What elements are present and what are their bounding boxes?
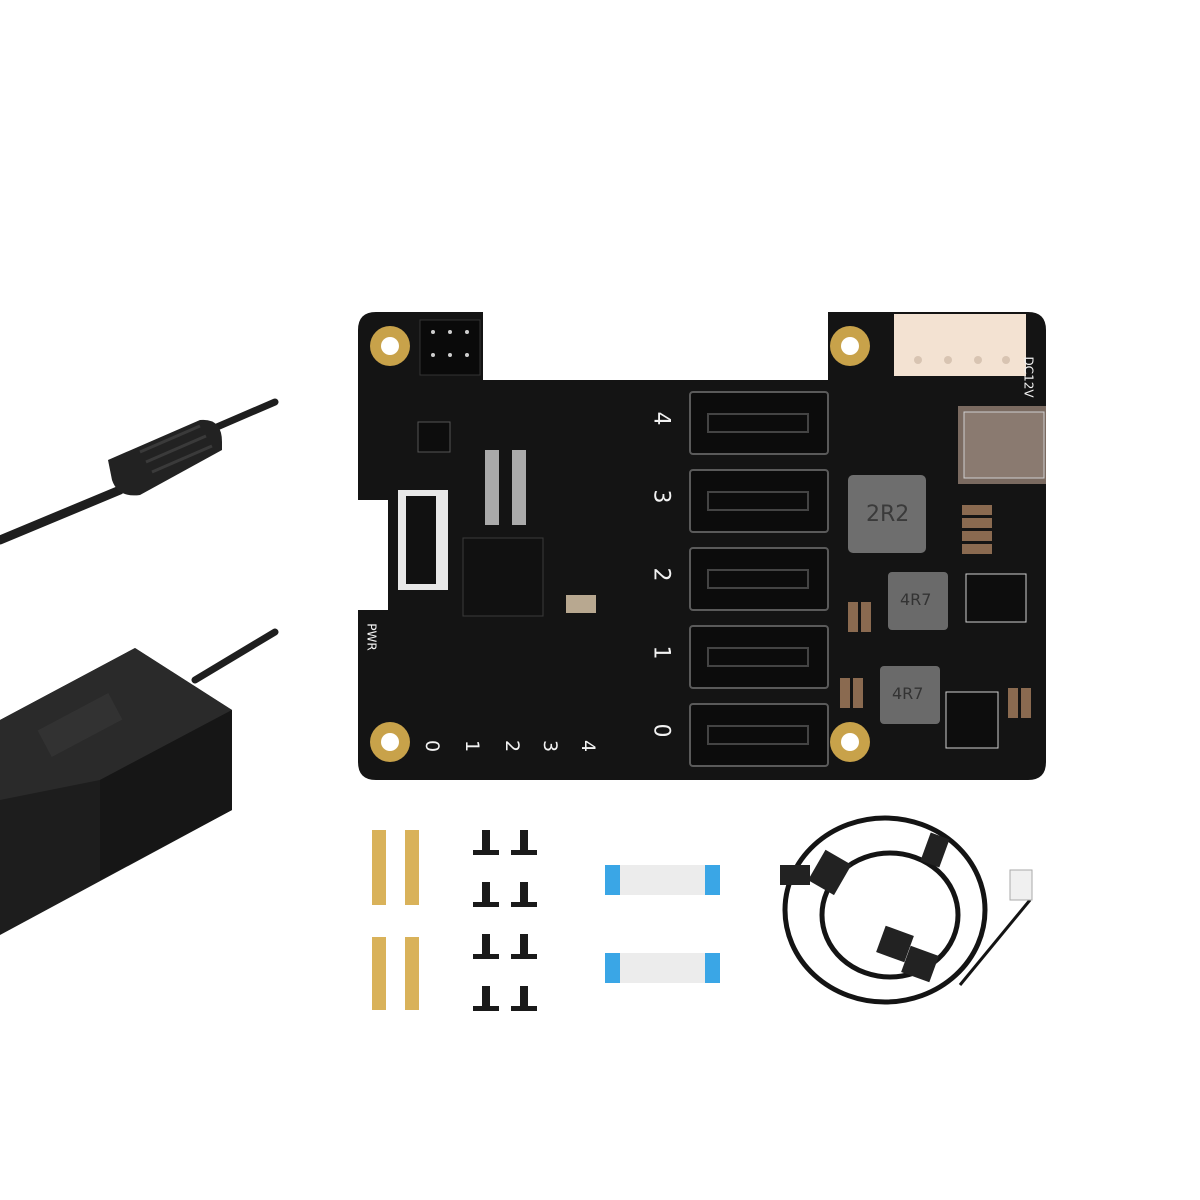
sata-port-label: 1 xyxy=(648,645,674,660)
ffc-cables xyxy=(600,860,730,990)
led-label: 2 xyxy=(501,739,524,753)
screws xyxy=(470,825,560,1015)
sata-power-cable xyxy=(770,810,1050,1020)
sata-port-label: 3 xyxy=(648,489,674,504)
inductor-label: 2R2 xyxy=(866,502,910,527)
sata-port-label: 4 xyxy=(648,411,674,426)
led-label: 0 xyxy=(421,739,444,753)
inductor-label: 4R7 xyxy=(900,590,932,609)
sata-hat-board: 4 3 2 1 0 0 1 2 3 4 PWR DC12V 2R2 4R7 4R… xyxy=(358,310,1046,780)
sata-port-label: 0 xyxy=(648,723,674,738)
led-label: 3 xyxy=(539,739,562,753)
led-label: 1 xyxy=(461,739,484,753)
pwr-label: PWR xyxy=(364,623,379,651)
inductor-label: 4R7 xyxy=(892,684,924,703)
led-label: 4 xyxy=(577,739,600,753)
brass-standoffs xyxy=(365,825,435,1012)
dc12v-label: DC12V xyxy=(1021,356,1036,398)
sata-port-label: 2 xyxy=(648,567,674,582)
power-adapter xyxy=(0,380,280,940)
